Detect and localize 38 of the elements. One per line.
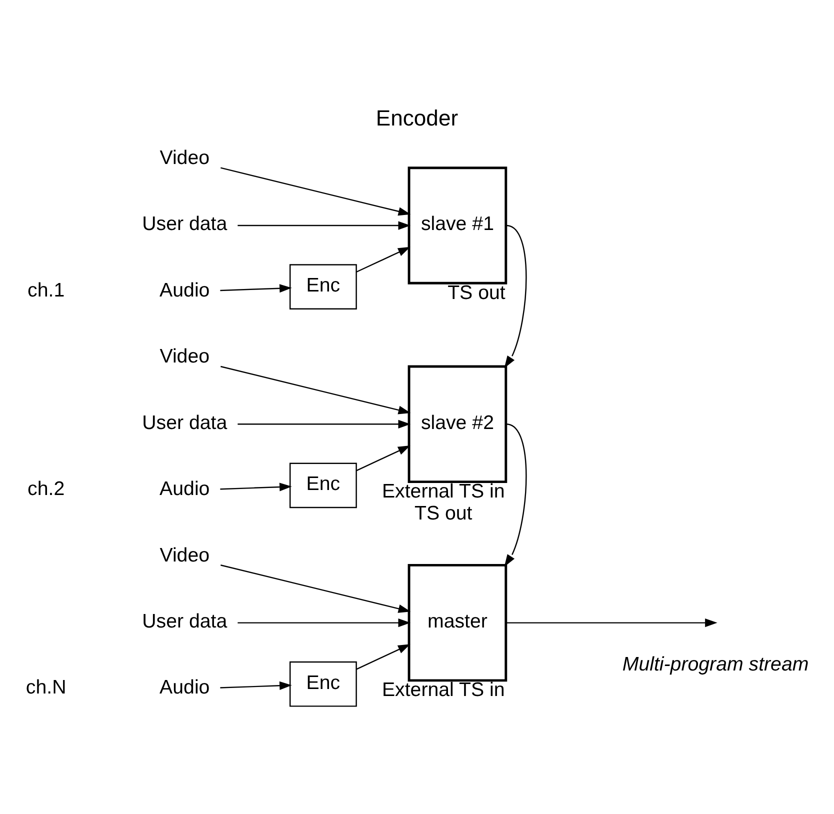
node-text: User data xyxy=(142,412,228,434)
arrow xyxy=(356,644,410,670)
label: ch.2 xyxy=(28,478,65,500)
node-box: Enc xyxy=(289,661,357,707)
arrow xyxy=(220,284,292,293)
arrow xyxy=(220,167,411,216)
arrow xyxy=(220,482,292,492)
arrow xyxy=(356,446,410,472)
arrow xyxy=(504,424,527,567)
node-box: master xyxy=(408,564,508,682)
node-text: Video xyxy=(160,346,210,368)
node-label: TS out xyxy=(448,282,506,304)
arrow xyxy=(238,420,411,428)
arrow xyxy=(506,618,718,628)
node-label: External TS in xyxy=(382,679,505,702)
arrow xyxy=(220,681,292,690)
label: ch.1 xyxy=(28,279,65,302)
arrow xyxy=(220,366,411,414)
node-box: slave #1 xyxy=(408,166,508,284)
arrow xyxy=(356,246,410,273)
node-text: Video xyxy=(160,146,210,169)
node-box: Enc xyxy=(289,264,357,310)
node-text: User data xyxy=(142,610,228,632)
node-text: Audio xyxy=(160,478,210,500)
arrow xyxy=(220,564,411,613)
label: ch.N xyxy=(26,676,66,699)
node-box: slave #2 xyxy=(408,365,508,484)
arrow xyxy=(238,221,411,230)
node-label: TS out xyxy=(414,502,472,525)
arrow xyxy=(238,618,411,628)
diagram-title: Encoder xyxy=(376,105,458,130)
arrow xyxy=(504,224,527,368)
node-text: Audio xyxy=(160,279,210,302)
label: Multi-program stream xyxy=(622,653,809,676)
node-box: Enc xyxy=(289,462,357,508)
node-text: User data xyxy=(142,213,228,236)
node-text: Video xyxy=(160,544,210,566)
node-text: Audio xyxy=(160,676,210,699)
